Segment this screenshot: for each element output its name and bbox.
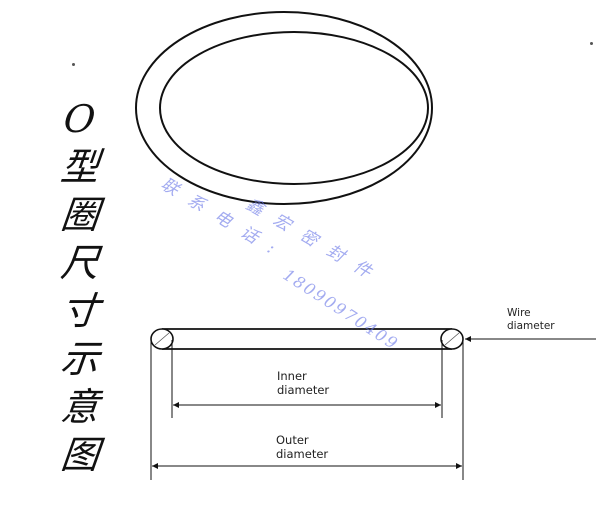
title-char: 寸 [58,289,102,333]
title-char: O [62,97,98,141]
title-char: 示 [58,337,102,381]
outer-diameter-label-line2: diameter [276,447,329,461]
title-char: 尺 [58,241,102,285]
title-char: 图 [58,433,102,477]
inner-diameter-label-line1: Inner [277,369,307,383]
outer-diameter-label: Outer diameter [276,433,328,461]
title-char: 意 [58,385,102,429]
o-ring-inner-ellipse [159,31,429,185]
outer-diameter-label-line1: Outer [276,433,309,447]
title-char: 圈 [58,193,102,237]
wire-diameter-label-line2: diameter [507,320,555,332]
o-ring-top-view [135,11,433,205]
stray-dot [72,63,75,66]
extension-lines [150,340,464,480]
title-char: 型 [58,145,102,189]
wire-diameter-label: Wire diameter [507,307,555,333]
vertical-title: O 型 圈 尺 寸 示 意 图 [50,95,110,479]
o-ring-outer-ellipse [135,11,433,205]
inner-diameter-label: Inner diameter [277,369,329,397]
stray-dot [590,42,593,45]
wire-diameter-label-line1: Wire [507,307,531,319]
o-ring-side-view [150,328,464,350]
inner-diameter-label-line2: diameter [277,383,330,397]
